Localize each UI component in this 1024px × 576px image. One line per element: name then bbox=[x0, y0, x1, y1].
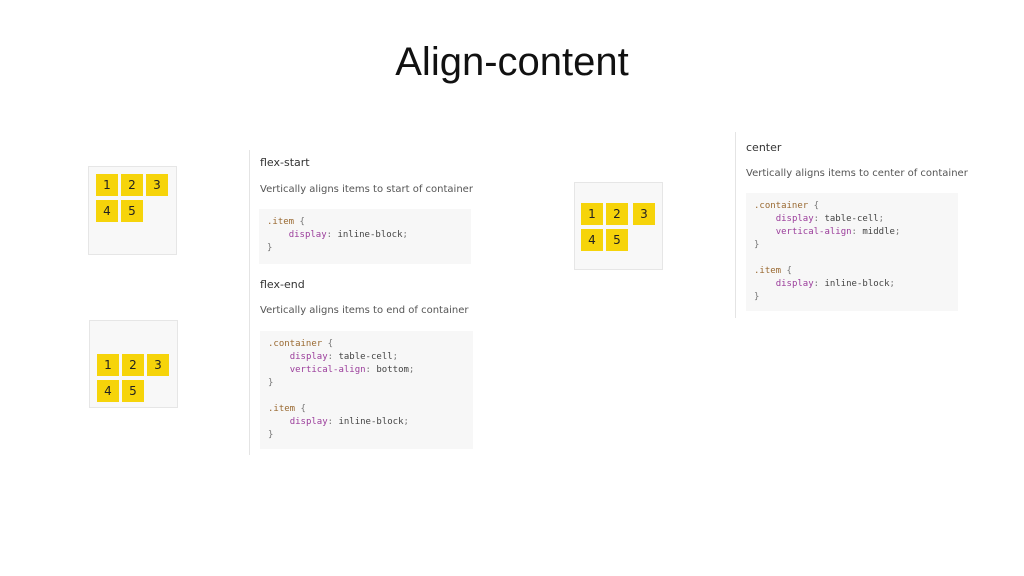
item-tile: 3 bbox=[146, 174, 168, 196]
code-line: vertical-align: bottom; bbox=[289, 365, 415, 375]
code-line: vertical-align: middle; bbox=[775, 227, 901, 237]
item-tile: 5 bbox=[122, 380, 144, 402]
item-tile: 2 bbox=[122, 354, 144, 376]
slide-title: Align-content bbox=[395, 40, 629, 84]
item-tile: 2 bbox=[121, 174, 143, 196]
item-tile: 1 bbox=[581, 203, 603, 225]
heading-center: center bbox=[746, 141, 782, 154]
item-tile: 4 bbox=[96, 200, 118, 222]
divider-left bbox=[249, 150, 250, 455]
code-line: .container { bbox=[268, 339, 334, 349]
heading-flex-end: flex-end bbox=[260, 278, 305, 291]
item-tile: 5 bbox=[606, 229, 628, 251]
code-line: display: inline-block; bbox=[775, 279, 895, 289]
code-line: } bbox=[754, 292, 760, 302]
code-line: display: table-cell; bbox=[775, 214, 885, 224]
code-line: display: inline-block; bbox=[288, 230, 408, 240]
heading-flex-start: flex-start bbox=[260, 156, 310, 169]
desc-flex-end: Vertically aligns items to end of contai… bbox=[260, 305, 469, 316]
desc-flex-start: Vertically aligns items to start of cont… bbox=[260, 184, 473, 195]
item-tile: 3 bbox=[633, 203, 655, 225]
code-line: display: inline-block; bbox=[289, 417, 409, 427]
item-tile: 1 bbox=[97, 354, 119, 376]
item-tile: 1 bbox=[96, 174, 118, 196]
code-line: display: table-cell; bbox=[289, 352, 399, 362]
item-tile: 2 bbox=[606, 203, 628, 225]
item-tile: 3 bbox=[147, 354, 169, 376]
code-flex-end: .container { display: table-cell; vertic… bbox=[260, 331, 473, 449]
code-line: } bbox=[268, 430, 274, 440]
code-line: } bbox=[267, 243, 273, 253]
item-tile: 5 bbox=[121, 200, 143, 222]
code-line bbox=[268, 390, 465, 403]
divider-right bbox=[735, 132, 736, 318]
desc-center: Vertically aligns items to center of con… bbox=[746, 168, 968, 179]
code-line: } bbox=[754, 240, 760, 250]
item-tile: 4 bbox=[97, 380, 119, 402]
code-line: .container { bbox=[754, 201, 820, 211]
code-line bbox=[754, 252, 950, 265]
code-center: .container { display: table-cell; vertic… bbox=[746, 193, 958, 311]
code-flex-start: .item { display: inline-block;} bbox=[259, 209, 471, 264]
code-line: .item { bbox=[268, 404, 306, 414]
code-line: } bbox=[268, 378, 274, 388]
code-line: .item { bbox=[754, 266, 792, 276]
code-line: .item { bbox=[267, 217, 305, 227]
item-tile: 4 bbox=[581, 229, 603, 251]
